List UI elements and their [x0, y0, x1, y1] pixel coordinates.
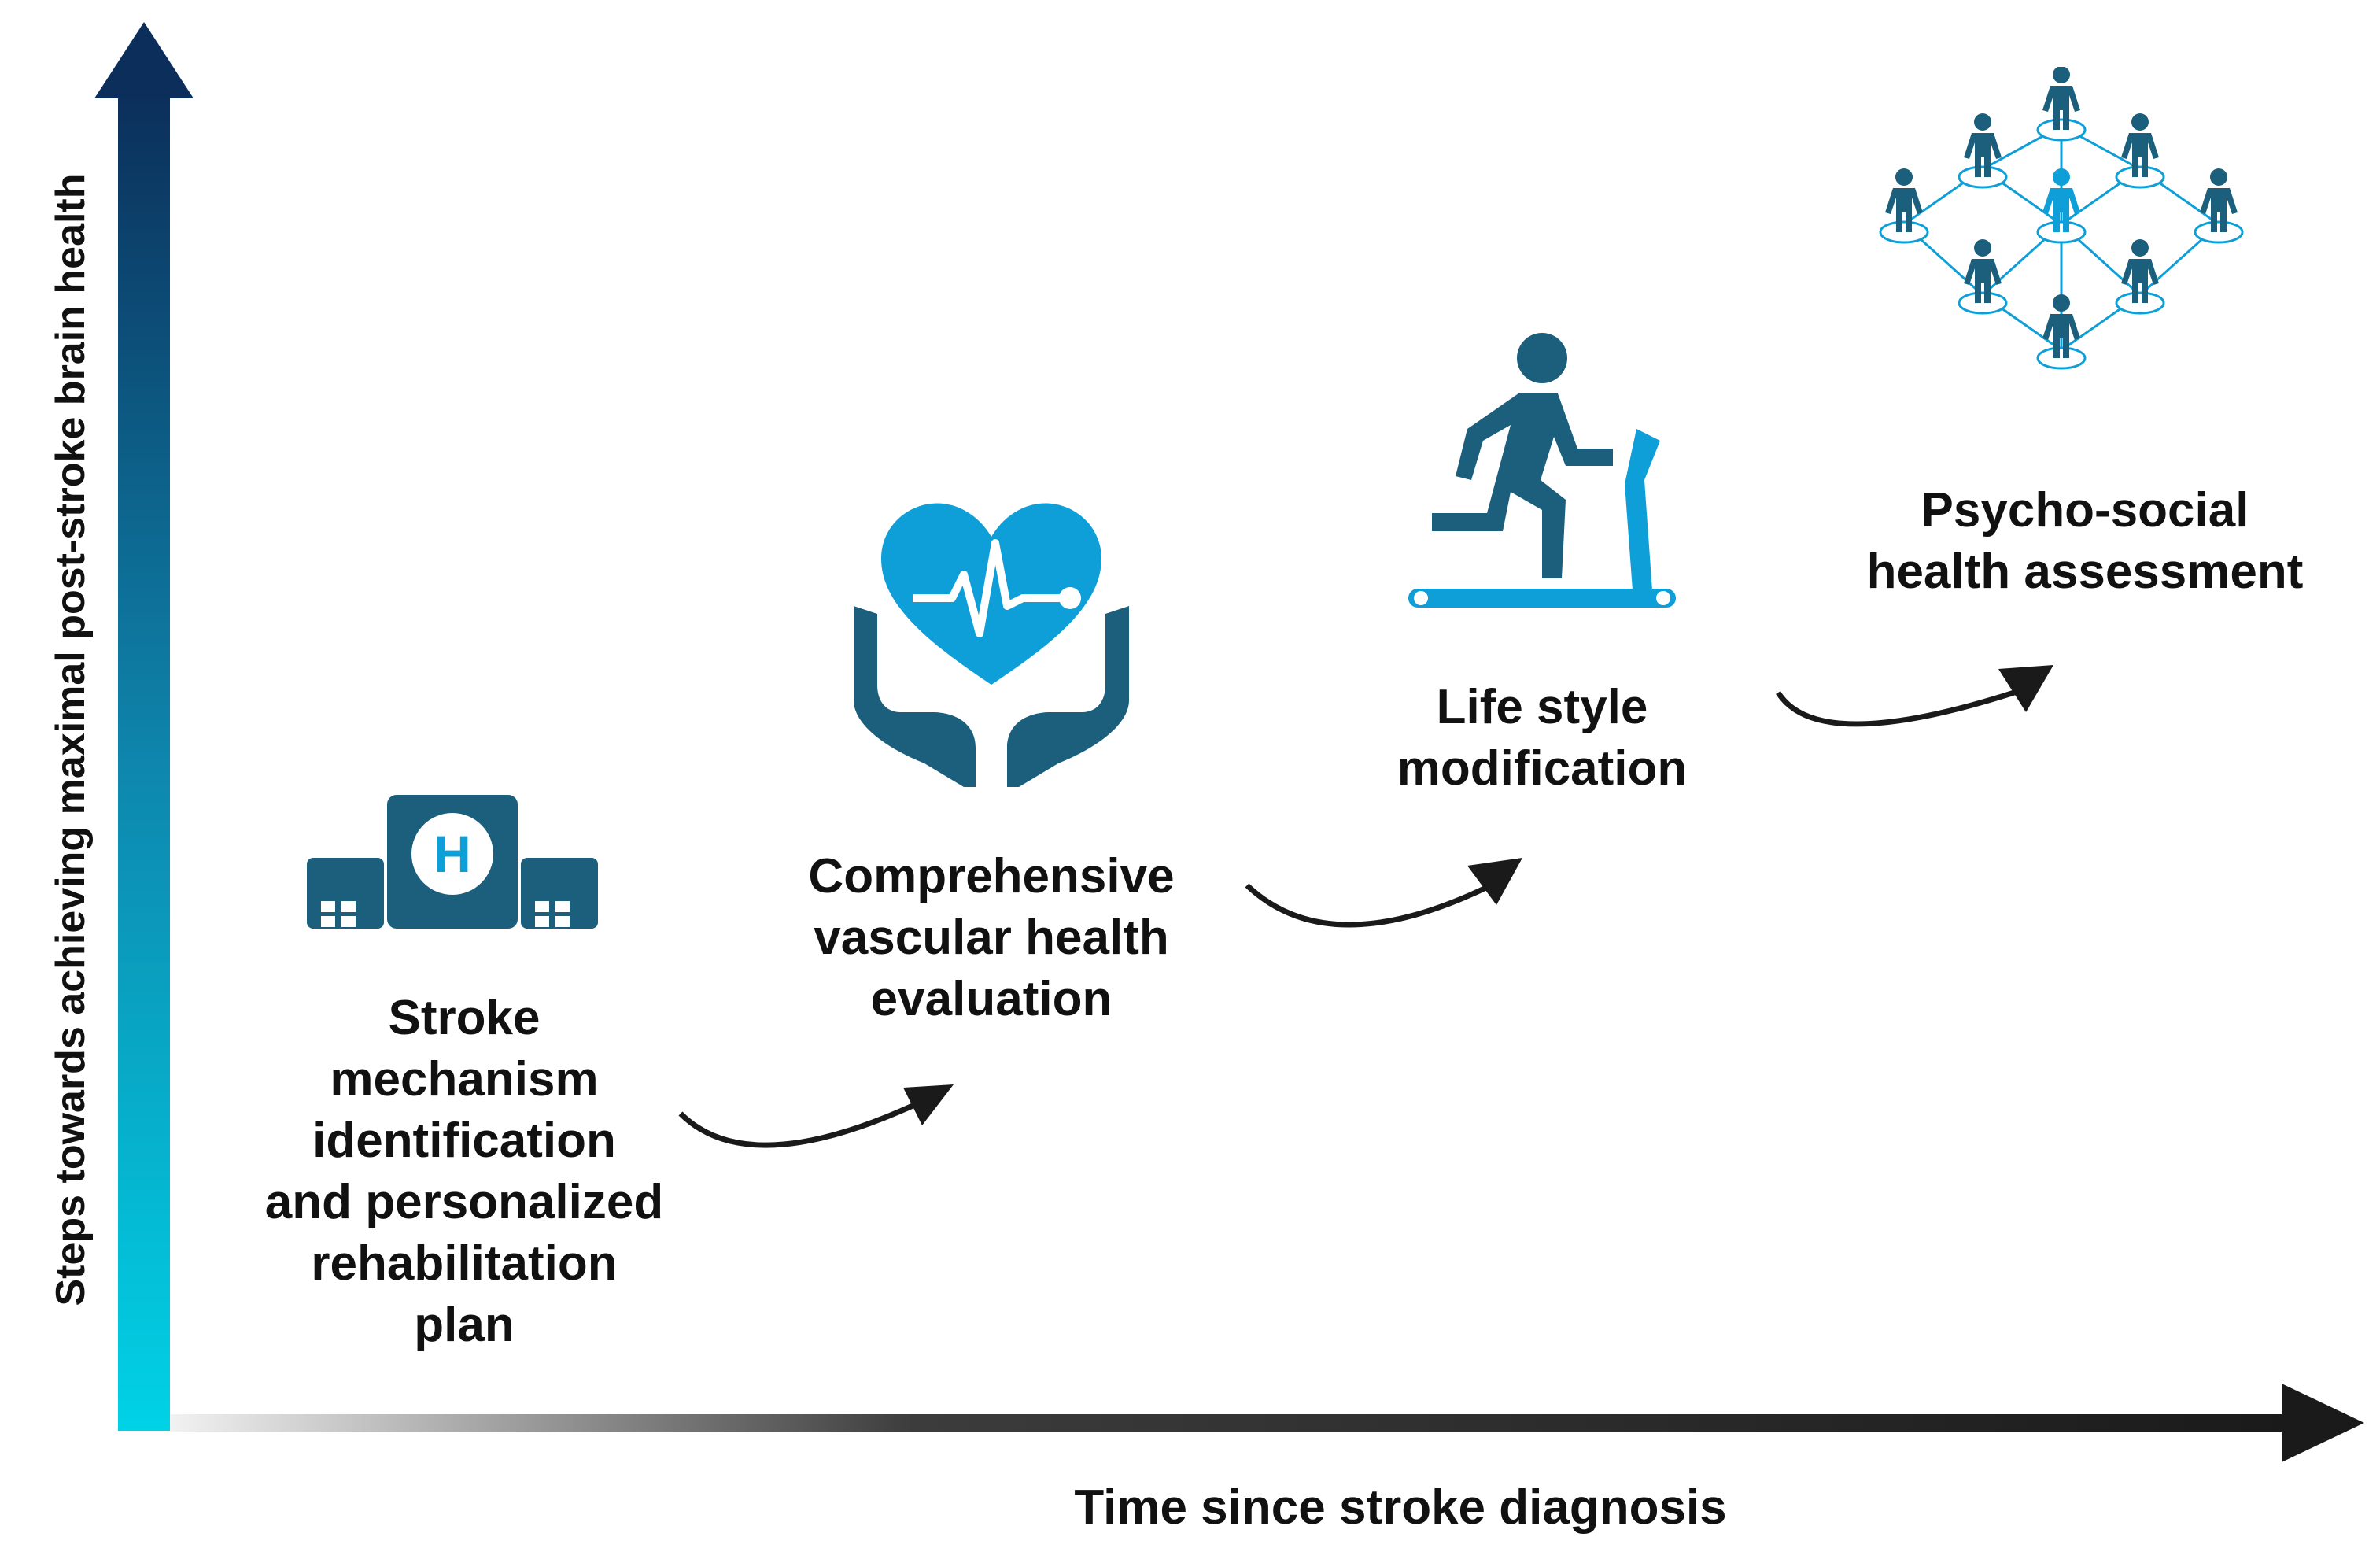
person-icon — [1879, 168, 1929, 244]
person-icon — [1958, 113, 2008, 189]
person-icon — [2036, 294, 2087, 370]
person-icon-highlight — [2036, 168, 2087, 244]
person-icon — [1958, 239, 2008, 315]
step-4-label: Psycho-social health assessment — [1866, 483, 2304, 599]
person-icon — [2115, 239, 2165, 315]
transition-arrow-1 — [678, 1084, 954, 1148]
y-axis-bar — [118, 93, 170, 1431]
hospital-icon: H — [307, 795, 598, 929]
person-icon — [2115, 113, 2165, 189]
x-axis-bar — [170, 1414, 2294, 1432]
hospital-letter: H — [434, 825, 471, 883]
y-axis-label: Steps towards achieving maximal post-str… — [48, 173, 94, 1306]
person-icon — [2194, 168, 2244, 244]
x-axis-label: Time since stroke diagnosis — [1074, 1480, 1727, 1535]
y-axis-arrowhead — [94, 22, 194, 98]
step-1-label: Stroke mechanism identification and pers… — [264, 991, 664, 1352]
step-3-label: Life style modification — [1397, 680, 1688, 796]
treadmill-runner-icon — [1408, 333, 1676, 608]
person-icon — [2036, 67, 2087, 142]
social-network-icon — [1879, 67, 2244, 370]
transition-arrow-2 — [1245, 858, 1522, 928]
step-2-label: Comprehensive vascular health evaluation — [808, 849, 1175, 1026]
x-axis-arrowhead — [2282, 1384, 2364, 1462]
transition-arrow-3 — [1776, 665, 2053, 727]
heart-in-hands-icon — [854, 503, 1129, 787]
